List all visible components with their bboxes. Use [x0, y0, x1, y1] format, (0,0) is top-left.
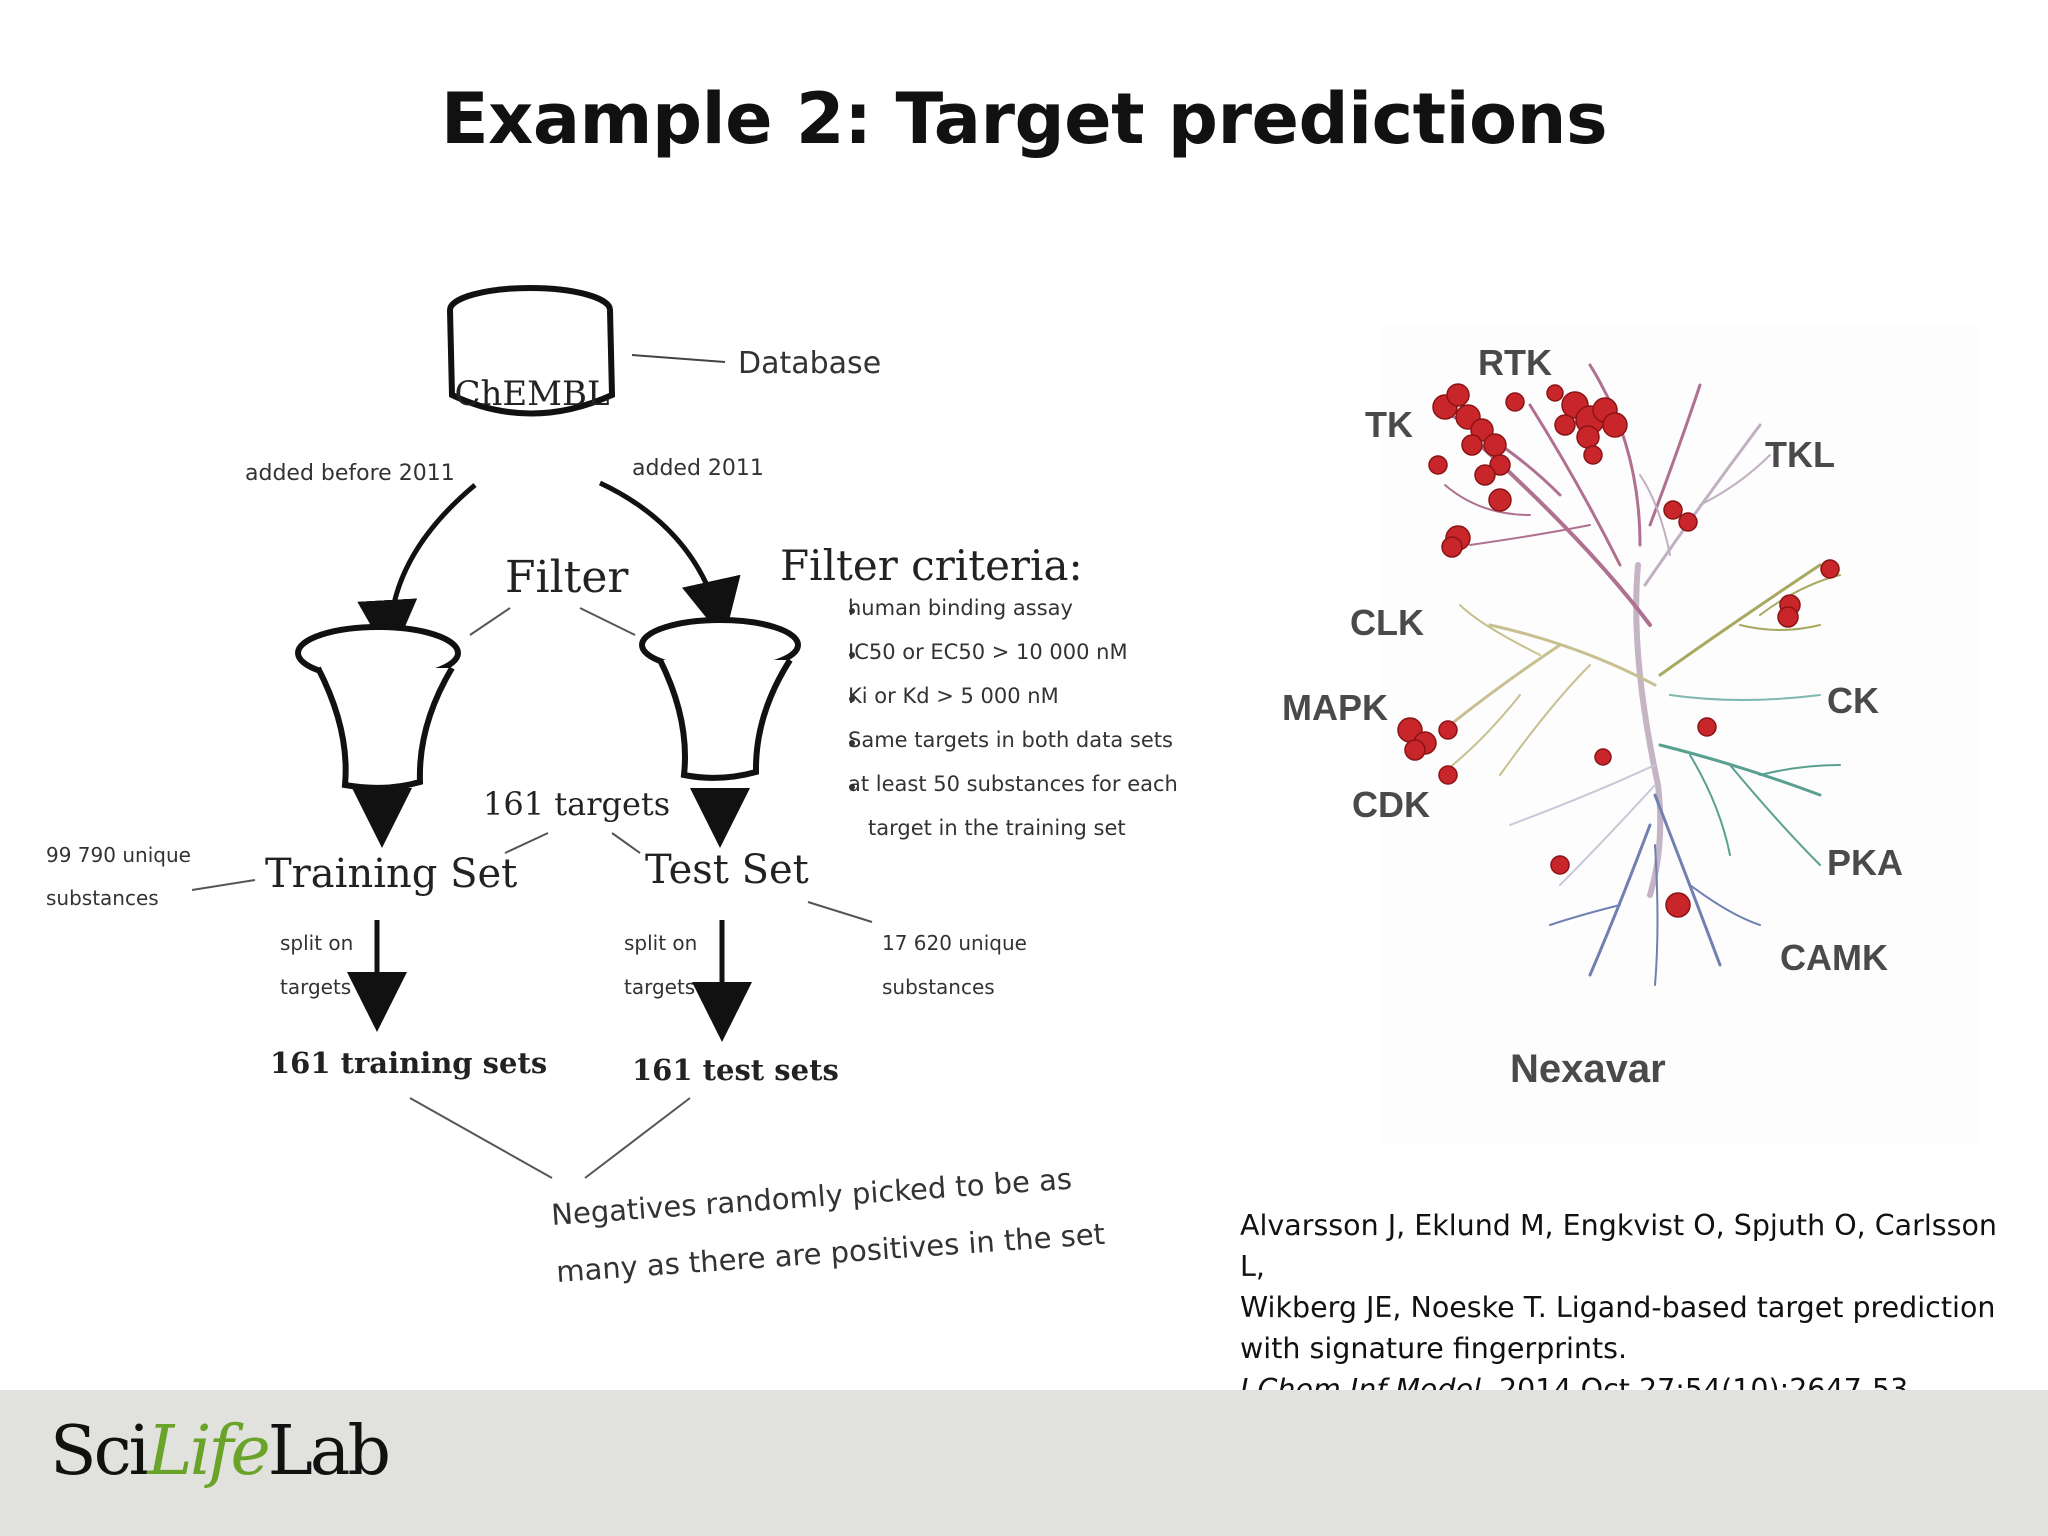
criteria-item: Same targets in both data sets — [848, 728, 1173, 752]
citation: Alvarsson J, Eklund M, Engkvist O, Spjut… — [1240, 1205, 2030, 1410]
citation-authors: Wikberg JE, Noeske T. Ligand-based targe… — [1240, 1291, 1996, 1324]
bullet-dot — [849, 696, 855, 702]
hit-dot — [1820, 559, 1840, 579]
criteria-item: Ki or Kd > 5 000 nM — [848, 684, 1059, 708]
split-label-right: split on — [624, 931, 697, 955]
training-sets-count: 161 training sets — [270, 1046, 547, 1080]
drug-name: Nexavar — [1510, 1047, 1666, 1091]
split-label-left: split on — [280, 931, 353, 955]
negatives-note: many as there are positives in the set — [555, 1217, 1106, 1289]
logo-life: Life — [147, 1412, 270, 1491]
hit-dot — [1438, 765, 1458, 785]
group-label-rtk: RTK — [1478, 342, 1552, 383]
citation-authors: Alvarsson J, Eklund M, Engkvist O, Spjut… — [1240, 1209, 1997, 1283]
training-substances: 99 790 unique — [46, 843, 191, 867]
criteria-item: target in the training set — [868, 816, 1126, 840]
test-substances: substances — [882, 975, 995, 999]
bullet-dot — [849, 784, 855, 790]
hit-dot — [1428, 455, 1448, 475]
hit-dots — [1397, 383, 1840, 918]
database-name: ChEMBL — [454, 374, 609, 414]
bullet-dot — [849, 740, 855, 746]
filter-pointer-left — [469, 607, 511, 636]
branch-left-label: added before 2011 — [245, 461, 455, 486]
split-label-right: targets — [624, 975, 695, 999]
criteria-item: at least 50 substances for each — [848, 772, 1178, 796]
hit-dot — [1483, 433, 1507, 457]
arrow-to-test-funnel — [598, 480, 741, 640]
filter-pointer-right — [579, 607, 636, 636]
database-pointer — [631, 354, 726, 363]
kinase-group-labels: RTK TK TKL CLK MAPK CK CDK PKA CAMK Nexa… — [1282, 342, 1903, 1091]
bullet-dot — [849, 608, 855, 614]
group-label-pka: PKA — [1827, 842, 1903, 883]
hit-dot — [1583, 445, 1603, 465]
hit-dot — [1678, 512, 1698, 532]
hit-dot — [1554, 414, 1576, 436]
training-substances: substances — [46, 886, 159, 910]
filter-criteria-title: Filter criteria: — [780, 541, 1083, 590]
criteria-item: IC50 or EC50 > 10 000 nM — [848, 640, 1128, 664]
targets-pointer-right — [611, 832, 641, 854]
criteria-list: human binding assay IC50 or EC50 > 10 00… — [848, 596, 1178, 840]
hit-dot — [1697, 717, 1717, 737]
test-substances: 17 620 unique — [882, 931, 1027, 955]
hit-dot — [1602, 412, 1628, 438]
group-label-ck: CK — [1827, 680, 1879, 721]
database-cylinder: ChEMBL — [447, 285, 616, 417]
hit-dot — [1594, 748, 1612, 766]
group-label-camk: CAMK — [1780, 937, 1888, 978]
logo-sci: Sci — [50, 1412, 150, 1491]
targets-pointer-left — [504, 832, 549, 854]
test-set-label: Test Set — [645, 847, 809, 893]
split-label-left: targets — [280, 975, 351, 999]
hit-dot — [1665, 892, 1691, 918]
hit-dot — [1488, 488, 1512, 512]
footer-bar: SciLifeLab — [0, 1390, 2048, 1536]
test-sets-count: 161 test sets — [632, 1053, 839, 1087]
negatives-pointer-right — [584, 1097, 691, 1179]
slide-title: Example 2: Target predictions — [440, 78, 1608, 160]
hit-dot — [1474, 464, 1496, 486]
hit-dot — [1446, 383, 1470, 407]
hit-dot — [1489, 454, 1511, 476]
group-label-clk: CLK — [1350, 602, 1424, 643]
hit-dot — [1438, 720, 1458, 740]
group-label-cdk: CDK — [1352, 784, 1430, 825]
scilifelab-logo: SciLifeLab — [50, 1412, 391, 1491]
negatives-note: Negatives randomly picked to be as — [550, 1162, 1073, 1232]
hit-dot — [1663, 500, 1683, 520]
logo-lab: Lab — [267, 1412, 391, 1491]
hit-dot — [1550, 855, 1570, 875]
kinome-background — [1380, 325, 1980, 1145]
test-funnel — [639, 617, 801, 781]
database-label: Database — [738, 346, 881, 381]
bullet-dot — [849, 652, 855, 658]
hit-dot — [1461, 434, 1483, 456]
hit-dot — [1505, 392, 1525, 412]
negatives-pointer-left — [409, 1097, 553, 1179]
training-funnel — [295, 624, 461, 791]
group-label-mapk: MAPK — [1282, 687, 1388, 728]
hit-dot — [1777, 606, 1799, 628]
hit-dot — [1576, 425, 1600, 449]
citation-title: with signature fingerprints. — [1240, 1332, 1628, 1365]
hit-dot — [1441, 536, 1463, 558]
criteria-item: human binding assay — [848, 596, 1073, 620]
workflow-diagram: ChEMBL Database added before 2011 added … — [46, 285, 1178, 1289]
kinome-tree: RTK TK TKL CLK MAPK CK CDK PKA CAMK Nexa… — [1282, 325, 1980, 1145]
filter-label: Filter — [505, 552, 629, 603]
group-label-tkl: TKL — [1765, 434, 1835, 475]
training-substances-pointer — [191, 879, 256, 891]
hit-dot — [1546, 384, 1564, 402]
test-substances-pointer — [807, 901, 873, 923]
branch-right-label: added 2011 — [632, 456, 764, 481]
hit-dot — [1404, 739, 1426, 761]
training-set-label: Training Set — [265, 851, 517, 897]
group-label-tk: TK — [1365, 404, 1413, 445]
targets-count: 161 targets — [483, 785, 670, 823]
